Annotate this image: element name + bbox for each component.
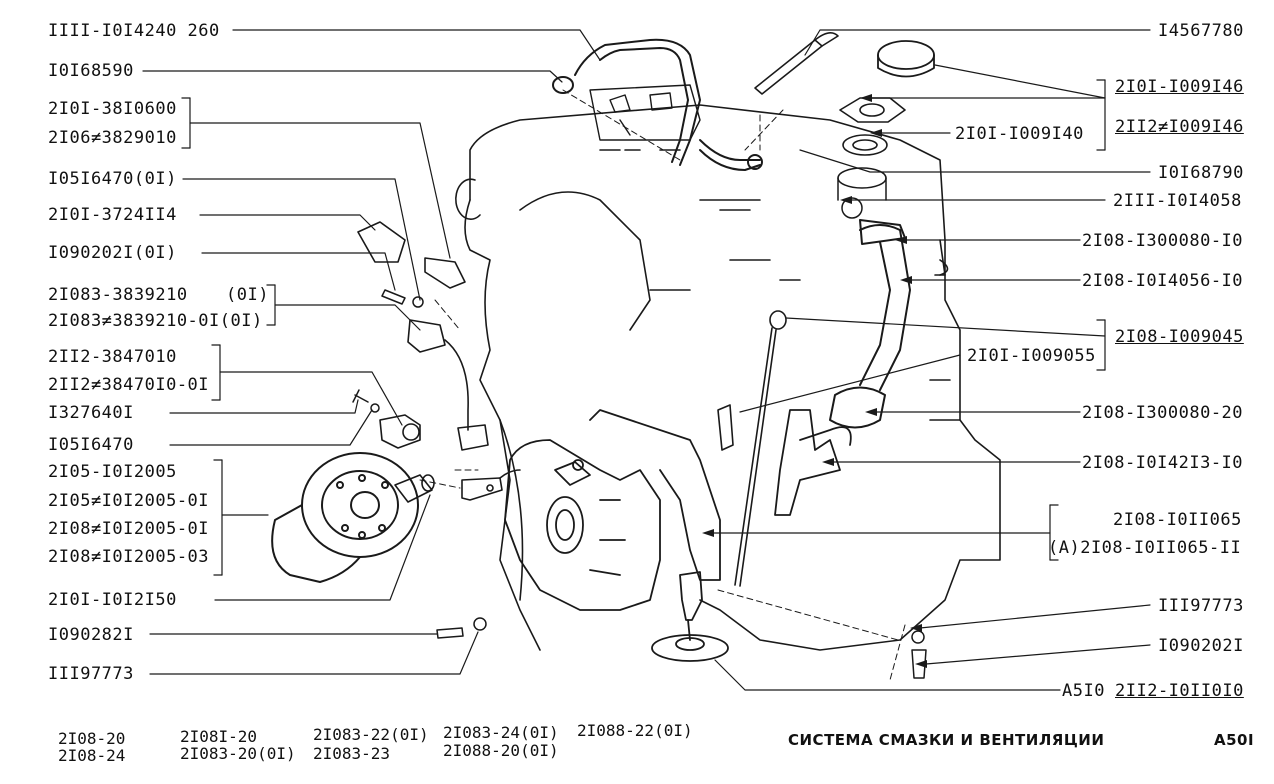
callout-cap-1009146: 2I0I-I009I46 (1115, 77, 1244, 97)
callout-washer-516470-01: I05I6470(0I) (48, 169, 177, 189)
arrow-heads (702, 94, 927, 668)
callout-washer-197773-right: III97773 (1158, 596, 1244, 616)
callout-gasket-1011065-11: (A)2I08-I0II065-II (1048, 538, 1242, 558)
callout-pump-prefix-a510: A5I0 (1062, 681, 1105, 701)
callout-bolt-90282: I090282I (48, 625, 134, 645)
callout-oil-pump-1011010: 2II2-I0II0I0 (1115, 681, 1244, 701)
leader-lines-left (142, 29, 601, 675)
ventilation-hose-right (829, 219, 911, 429)
callout-sensor-3810600: 2I0I-38I0600 (48, 99, 177, 119)
callout-sensor-3847010-01: 2II2≠38470I0-0I (48, 375, 210, 395)
footer-model: 2I083-24(0I) (443, 723, 559, 742)
callout-gasket-1011065: 2I08-I0II065 (1113, 510, 1242, 530)
footer-model: 2I083-20(0I) (180, 744, 296, 763)
leader-lines-right (711, 29, 1151, 691)
callout-clamp-168590: I0I68590 (48, 61, 134, 81)
callout-filter-2105-01: 2I05≠I0I2005-0I (48, 491, 210, 511)
footer-model: 2I083-22(0I) (313, 725, 429, 744)
footer-model: 2I08-20 (58, 729, 126, 748)
callout-guide-1009055: 2I0I-I009055 (967, 346, 1096, 366)
sensor-cluster (357, 221, 489, 451)
callout-strap-4567780: I4567780 (1158, 21, 1244, 41)
callout-fitting-1012150: 2I0I-I0I2I50 (48, 590, 177, 610)
footer-model: 2I083-23 (313, 744, 391, 763)
callout-clamp-1300080-20: 2I08-I300080-20 (1082, 403, 1244, 423)
callout-hose-1014056-10: 2I08-I0I4056-I0 (1082, 271, 1244, 291)
callout-filter-1012005: 2I05-I0I2005 (48, 462, 177, 482)
callout-filter-2108-01: 2I08≠I0I2005-0I (48, 519, 210, 539)
ventilation-hose-upper (552, 38, 763, 171)
oil-pickup (651, 571, 729, 662)
callout-gasket-1009140: 2I0I-I009I40 (955, 124, 1084, 144)
small-fasteners (352, 289, 927, 679)
callout-sensor-3847010: 2II2-3847010 (48, 347, 177, 367)
callout-dipstick-1009045: 2I08-I009045 (1115, 327, 1244, 347)
oil-pressure-sensor (379, 414, 421, 449)
callout-separator-1014213-10: 2I08-I0I42I3-I0 (1082, 453, 1244, 473)
footer-model: 2I08I-20 (180, 727, 258, 746)
footer-model: 2I088-22(0I) (577, 721, 693, 740)
page-number: A50I (1214, 731, 1255, 749)
assembly-dashed-lines (419, 89, 906, 681)
callout-hose-2111-1014058: 2III-I0I4058 (1113, 191, 1242, 211)
callout-sensor-3839210-01: 2I083≠3839210-0I(0I) (48, 311, 263, 331)
page-title: СИСТЕМА СМАЗКИ И ВЕНТИЛЯЦИИ (788, 731, 1105, 749)
callout-clamp-168790: I0I68790 (1158, 163, 1244, 183)
callout-bolt-90202-right: I090202I (1158, 636, 1244, 656)
oil-filler-neck (837, 167, 887, 219)
footer-model: 2I088-20(0I) (443, 741, 559, 760)
callout-hose-14240: IIII-I0I4240 260 (48, 21, 220, 41)
oil-filler-cap (877, 40, 935, 78)
oil-pump (504, 409, 721, 611)
engine-block (455, 104, 1001, 651)
footer-model: 2I08-24 (58, 746, 126, 765)
oil-filter (271, 452, 419, 583)
callout-bolt-90202-01: I090202I(0I) (48, 243, 177, 263)
strap-tie (754, 32, 839, 95)
callout-boot-3724114: 2I0I-3724II4 (48, 205, 177, 225)
callout-clamp-1300080-10: 2I08-I300080-I0 (1082, 231, 1244, 251)
callout-cap-2112-1009146: 2II2≠I009I46 (1115, 117, 1244, 137)
pump-bracket (461, 469, 521, 501)
callout-sensor-3839210: 2I083-3839210 (48, 285, 188, 305)
callout-filter-2108-03: 2I08≠I0I2005-03 (48, 547, 210, 567)
callout-sensor-3829010: 2I06≠3829010 (48, 128, 177, 148)
callout-washer-516470: I05I6470 (48, 435, 134, 455)
dipstick (717, 310, 787, 587)
callout-bolt-327640: I327640I (48, 403, 134, 423)
cap-gasket (839, 97, 906, 156)
label-brackets (181, 79, 1106, 576)
oil-separator-elbow (774, 409, 852, 516)
callout-sensor-3839210-variant: (0I) (226, 285, 269, 305)
callout-washer-197773-left: III97773 (48, 664, 134, 684)
